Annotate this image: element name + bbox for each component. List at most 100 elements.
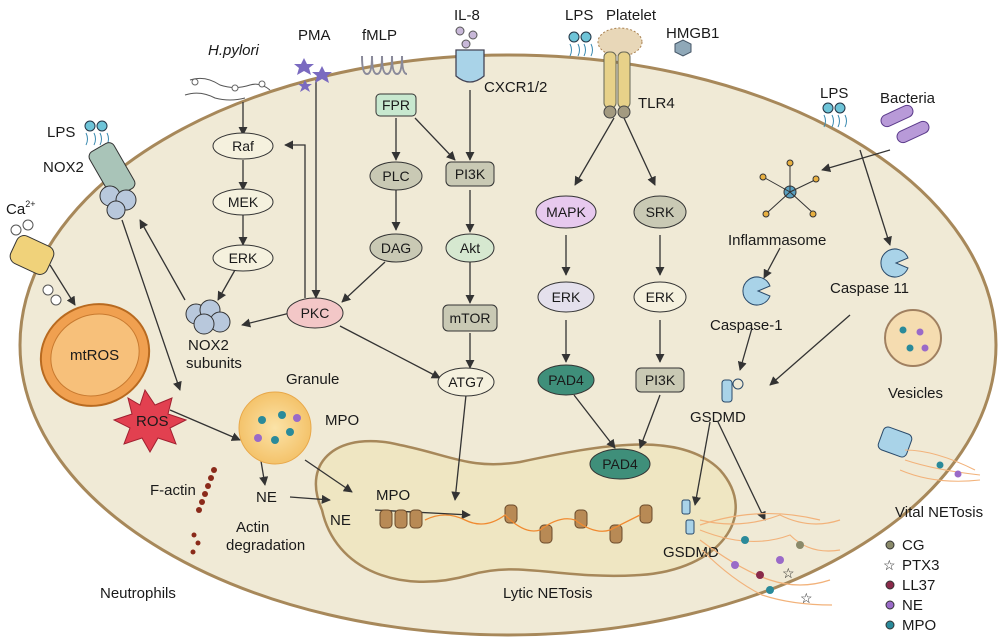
hmgb1-label: HMGB1 [666,25,719,42]
legend-item-ptx3: ☆ PTX3 [883,557,940,574]
tlr4-receptor [603,51,631,119]
caspase11-icon [880,248,909,278]
legend-marker [885,600,895,610]
erk-right-node [633,281,687,313]
erk-mid-label: ERK [552,289,581,305]
mek-label: MEK [228,194,259,210]
nox2-label: NOX2 [43,159,84,176]
raf-node [212,132,274,160]
neutrophils-label: Neutrophils [100,585,176,602]
srk-node [633,195,687,229]
lps-right-label: LPS [820,85,848,102]
legend-label: NE [902,597,923,614]
lps-top-label: LPS [565,7,593,24]
erk-left-label: ERK [229,250,258,266]
fmlp-label: fMLP [362,27,397,44]
legend-label: MPO [902,617,936,634]
net-particles: ☆☆ [731,536,813,606]
mtor-label: mTOR [450,310,491,326]
gsdmd-bottom-label: GSDMD [663,544,719,561]
pi3k-right-node [635,367,685,393]
vital-netosis-vesicle [877,426,981,482]
svg-text:☆: ☆ [782,565,795,581]
ca-channel [9,219,62,306]
mpo-granule-label: MPO [325,412,359,429]
lps-icon-left [84,120,109,146]
bacteria-icon [880,104,930,144]
nox2-complex [88,142,137,220]
legend-marker: ☆ [883,557,896,573]
vesicles-cluster [884,309,942,367]
pad4-left-node [537,364,595,396]
inflammasome-label: Inflammasome [728,232,826,249]
pad4-left-label: PAD4 [548,372,584,388]
pkc-node [286,297,344,329]
ca-label: Ca2+ [6,199,35,218]
plc-label: PLC [382,168,409,184]
lps-icon-right [822,102,847,128]
mpo-nuc-label: MPO [376,487,410,504]
vesicle-contents [899,326,929,352]
fpr-label: FPR [382,97,410,113]
granule-icon [238,391,312,465]
il8-label: IL-8 [454,7,480,24]
platelet-icon [597,27,643,57]
caspase1-icon [742,276,771,306]
inflammasome-icon [759,159,820,218]
ros-burst-icon [112,388,188,454]
lps-left-label: LPS [47,124,75,141]
chromatin-strand [424,514,641,532]
ne-nuc-label: NE [330,512,351,529]
hpylori-label: H.pylori [208,42,260,59]
vital-netosis-label: Vital NETosis [895,504,983,521]
dag-label: DAG [381,240,411,256]
legend-item-cg: CG [885,537,925,554]
raf-label: Raf [232,138,254,154]
mek-node [212,188,274,216]
granule-label: Granule [286,371,339,388]
legend-label: PTX3 [902,557,940,574]
gsdmd-top-label: GSDMD [690,409,746,426]
fpr-box [375,93,417,117]
mapk-label: MAPK [546,204,586,220]
tlr4-label: TLR4 [638,95,675,112]
erk-right-label: ERK [646,289,675,305]
mtor-node [442,304,498,332]
pi3k-mid-node [445,161,495,187]
vesicles-label: Vesicles [888,385,943,402]
erk-mid-node [537,281,595,313]
pad4-nucleus-node [589,448,651,480]
pi3k-mid-label: PI3K [455,166,486,182]
lytic-netosis-label: Lytic NETosis [503,585,592,602]
bacteria-label: Bacteria [880,90,936,107]
net-fibers [699,512,841,606]
mtros-label: mtROS [70,347,119,364]
ros-label: ROS [136,413,169,430]
legend-item-ll37: LL37 [885,577,935,594]
platelet-label: Platelet [606,7,657,24]
legend-label: LL37 [902,577,935,594]
legend-marker [885,540,895,550]
factin-icon [190,467,217,555]
pkc-label: PKC [301,305,330,321]
caspase1-label: Caspase-1 [710,317,783,334]
cxcr-receptor [455,26,485,83]
granule-contents [254,411,301,444]
atg7-node [437,367,495,397]
erk-left-node [212,244,274,272]
hmgb1-icon [674,39,692,57]
plc-node [369,161,423,191]
pad4-nucleus-label: PAD4 [602,456,638,472]
legend-label: CG [902,537,925,554]
ne-cyto-label: NE [256,489,277,506]
pi3k-right-label: PI3K [645,372,676,388]
cxcr-label: CXCR1/2 [484,79,547,96]
hpylori-icon [184,77,271,101]
nox2-subunits-icon [185,299,231,335]
gsdmd-pore-icon [681,499,695,535]
lps-icon-top [568,31,593,57]
akt-node [445,233,495,263]
